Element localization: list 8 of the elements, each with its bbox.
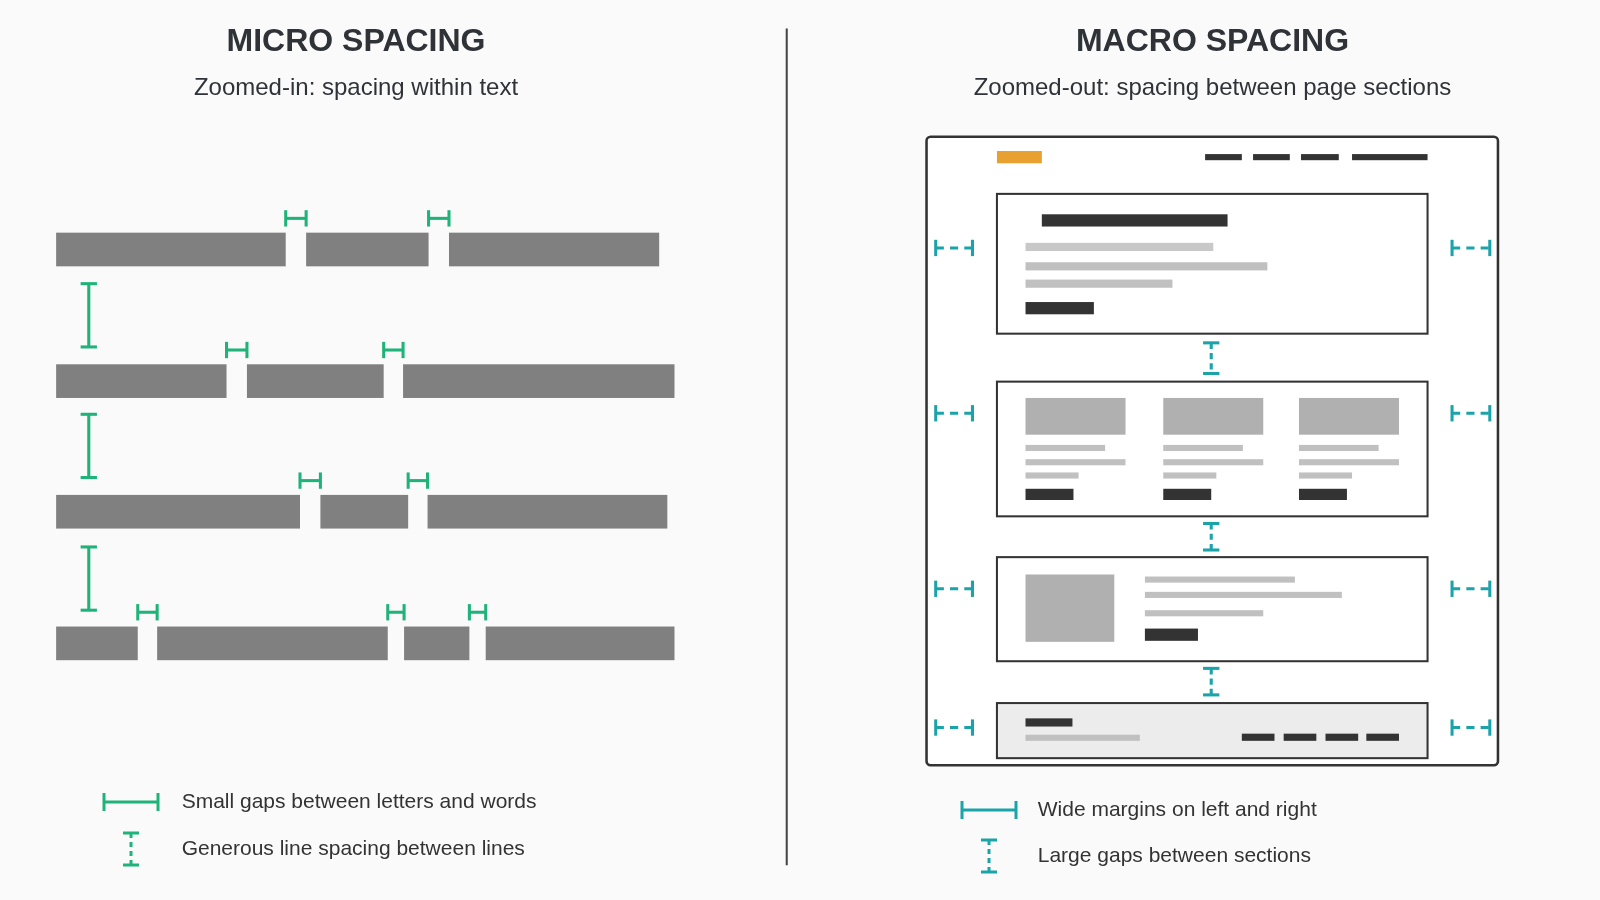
legend-text: Small gaps between letters and words bbox=[181, 789, 537, 814]
legend-text: Large gaps between sections bbox=[1037, 843, 1311, 868]
panel-subtitle: Zoomed-out: spacing between page sections bbox=[973, 73, 1452, 101]
legend-text: Wide margins on left and right bbox=[1037, 797, 1317, 822]
panel-heading: MACRO SPACING bbox=[1075, 22, 1350, 59]
panel-heading: MICRO SPACING bbox=[226, 22, 486, 59]
legend-text: Generous line spacing between lines bbox=[181, 835, 525, 860]
panel-subtitle: Zoomed-in: spacing within text bbox=[193, 73, 519, 101]
